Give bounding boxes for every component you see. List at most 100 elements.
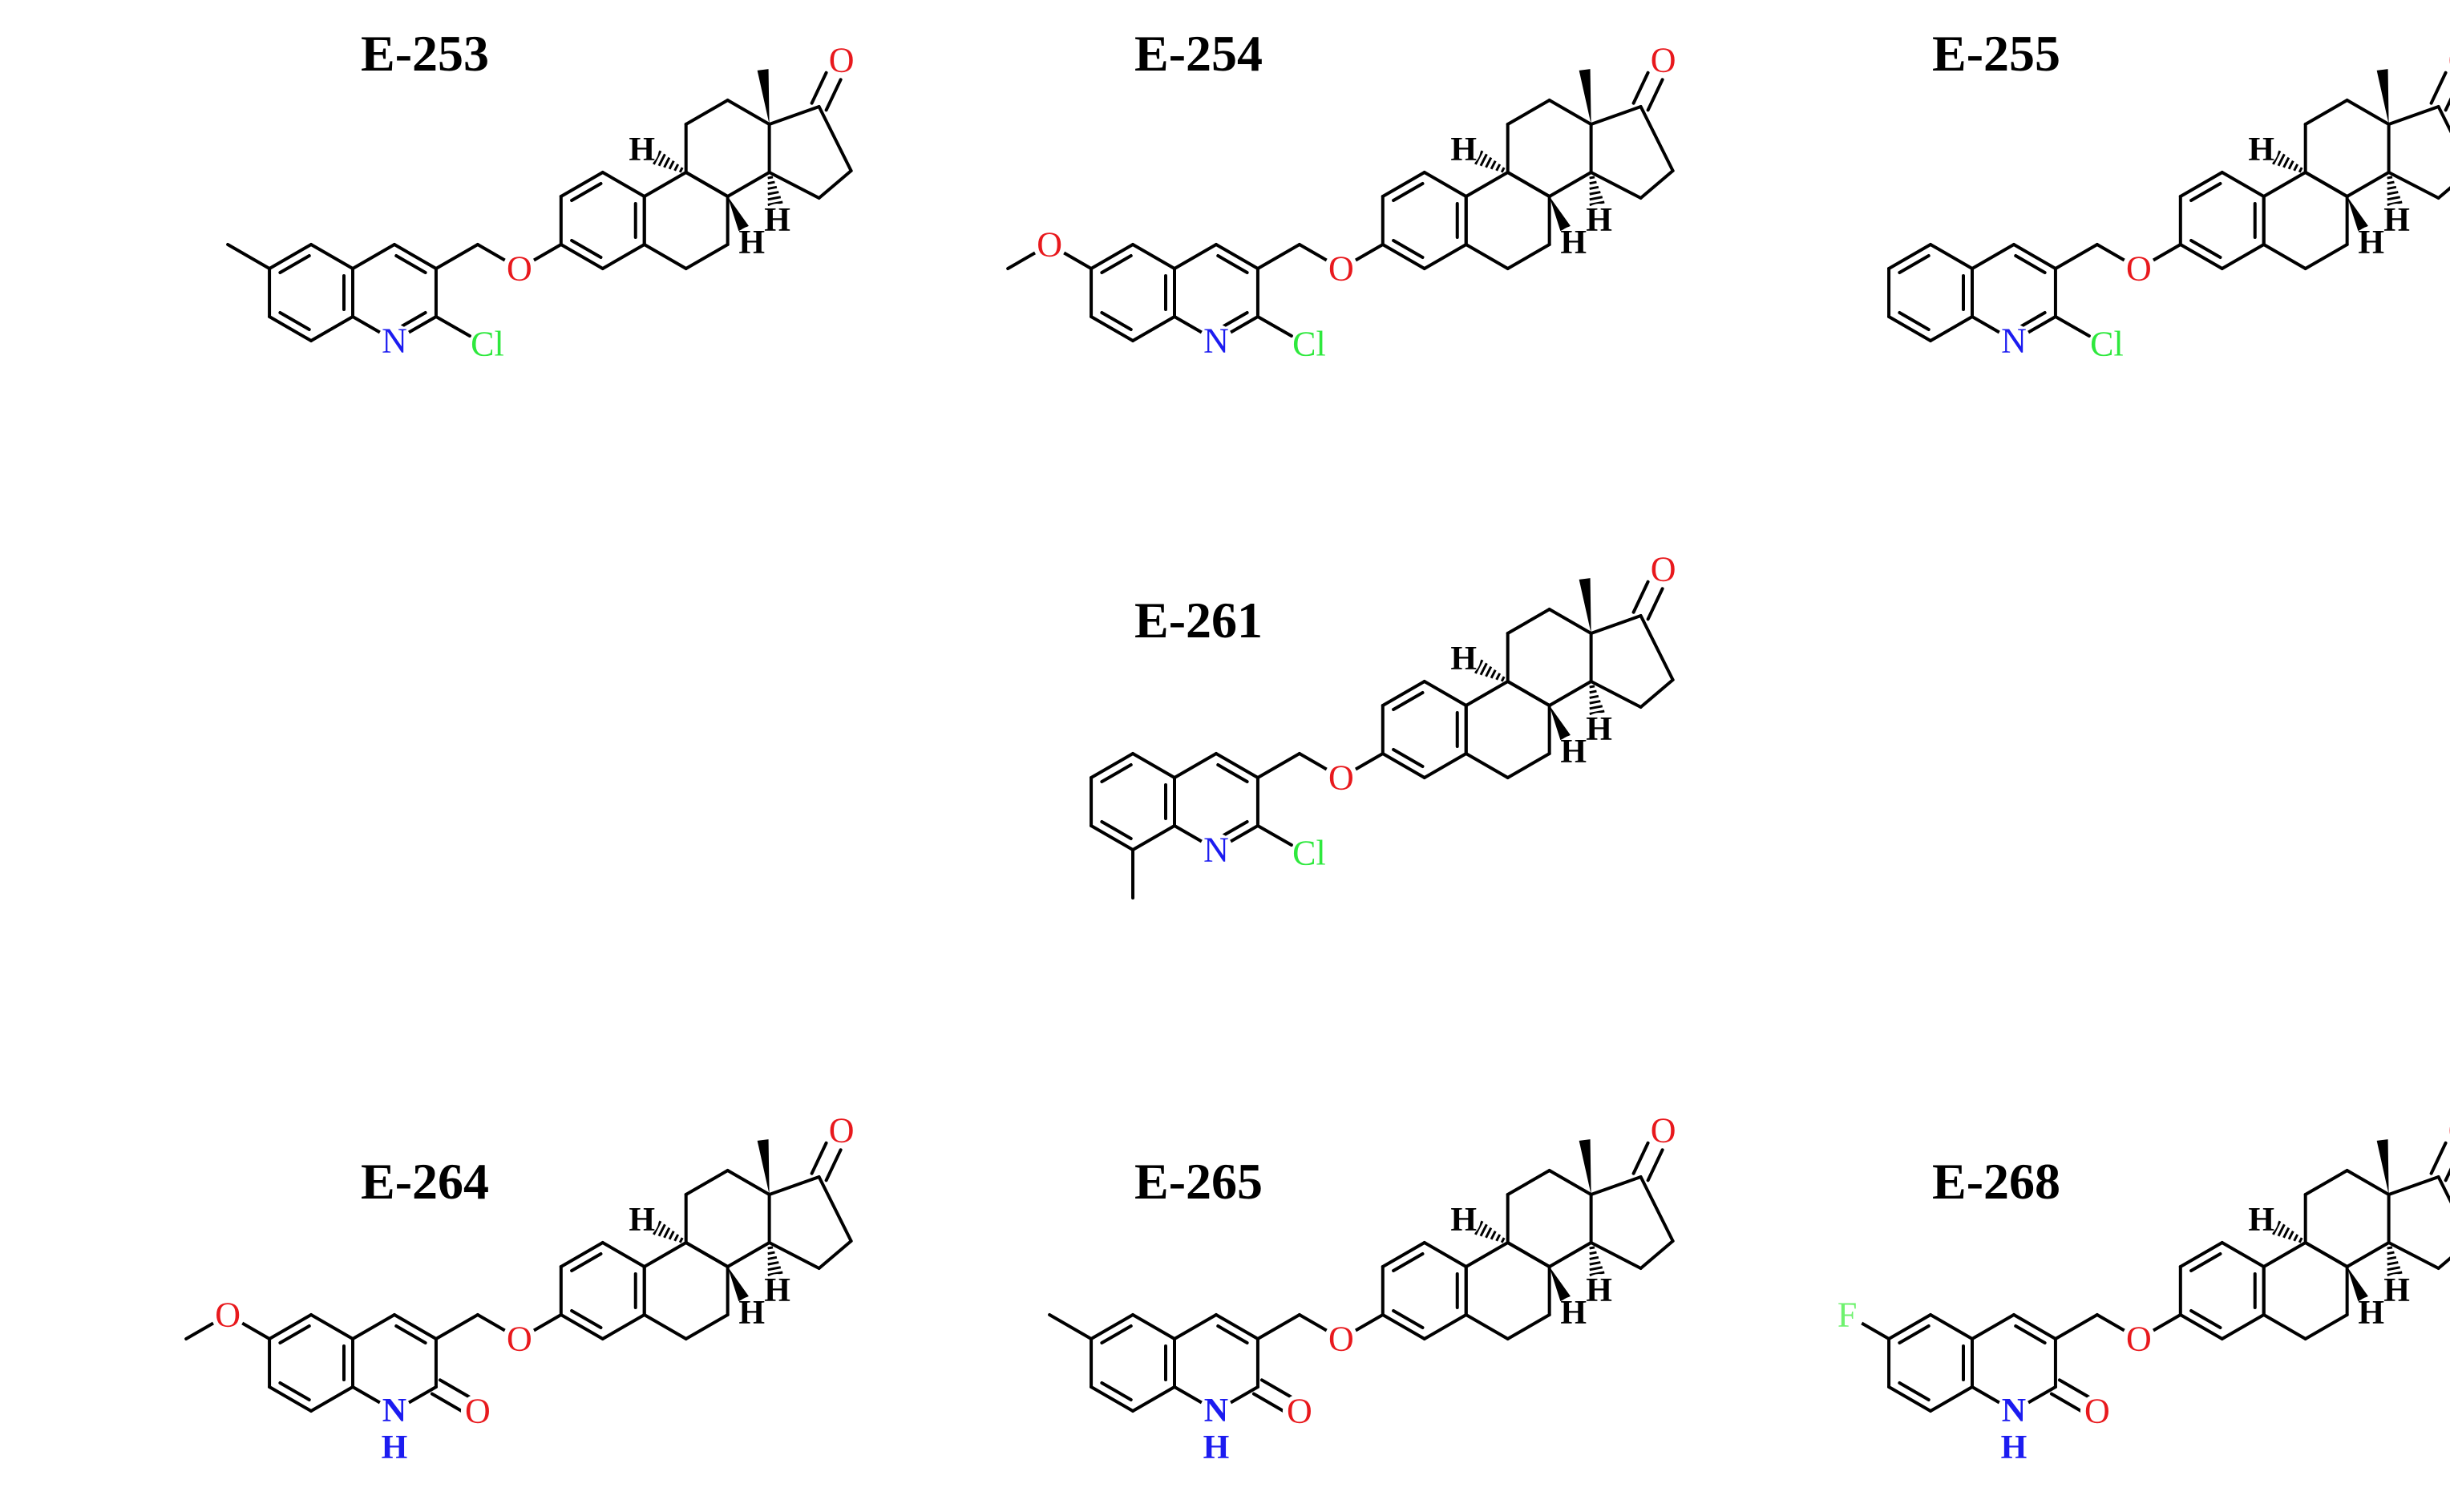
label-backdrop bbox=[625, 133, 659, 167]
bond bbox=[1887, 315, 1933, 342]
hashed-bond-line bbox=[1589, 196, 1603, 201]
hashed-bond-line bbox=[678, 1237, 684, 1243]
nh-nitrogen-label: N bbox=[1204, 1393, 1228, 1429]
double-bond-line bbox=[1100, 763, 1133, 784]
bond bbox=[600, 171, 646, 198]
bond bbox=[642, 171, 688, 198]
h9-label: H bbox=[2248, 1202, 2274, 1239]
bond bbox=[1214, 243, 1259, 270]
bond bbox=[1887, 1313, 1933, 1340]
bond bbox=[1639, 169, 1675, 200]
compound-title: E-254 bbox=[1134, 25, 1263, 82]
bond bbox=[1422, 243, 1468, 270]
bond bbox=[1639, 614, 1675, 681]
bond bbox=[2345, 1169, 2391, 1196]
double-bond-line bbox=[2189, 1252, 2222, 1273]
bond bbox=[1589, 1175, 1643, 1196]
hashed-bond-line bbox=[767, 1266, 782, 1271]
label-backdrop bbox=[377, 1394, 411, 1428]
bond bbox=[684, 1169, 730, 1196]
label-backdrop bbox=[1199, 833, 1233, 867]
hashed-bond-line bbox=[657, 1223, 666, 1237]
label-backdrop bbox=[1292, 327, 1326, 361]
double-bond-line bbox=[394, 1324, 427, 1345]
double-bond-line bbox=[2444, 1167, 2450, 1183]
bond bbox=[1131, 1385, 1176, 1413]
bond bbox=[600, 1313, 646, 1340]
nitrogen-label: N bbox=[382, 321, 407, 361]
ether-oxygen-label: O bbox=[2126, 249, 2152, 289]
hashed-bond-line bbox=[2272, 150, 2282, 165]
double-bond-line bbox=[2429, 71, 2448, 105]
bond bbox=[1255, 315, 1293, 338]
hashed-bond-line bbox=[767, 185, 778, 190]
h9-label: H bbox=[1450, 641, 1477, 677]
bond bbox=[1131, 752, 1176, 779]
carbonyl-oxygen-label: O bbox=[465, 1392, 491, 1431]
bond bbox=[1381, 243, 1426, 270]
bond bbox=[1131, 1313, 1176, 1340]
label-backdrop bbox=[824, 43, 859, 77]
hashed-bond-line bbox=[663, 156, 671, 168]
double-bond-line bbox=[1646, 587, 1664, 621]
compound-title: E-253 bbox=[361, 25, 489, 82]
bond bbox=[2436, 1256, 2450, 1270]
label-backdrop bbox=[1646, 43, 1680, 77]
h9-label: H bbox=[1450, 1202, 1477, 1239]
chlorine-label: Cl bbox=[2090, 325, 2124, 364]
hashed-bond-line bbox=[1589, 1271, 1605, 1276]
hashed-bond-line bbox=[1474, 659, 1484, 674]
ketone-oxygen-label: O bbox=[829, 1111, 855, 1150]
bond bbox=[1255, 243, 1301, 270]
bond bbox=[434, 1313, 479, 1340]
bond bbox=[268, 315, 313, 342]
double-bond-line bbox=[1216, 1324, 1249, 1345]
hashed-bond-line bbox=[1589, 1246, 1595, 1250]
double-bond-line bbox=[1100, 254, 1133, 275]
bond bbox=[2387, 1241, 2440, 1270]
double-bond-line bbox=[570, 1308, 603, 1329]
bond bbox=[1547, 1169, 1593, 1196]
bond bbox=[1639, 105, 1675, 172]
bond bbox=[1929, 1385, 1974, 1413]
hashed-bond-line bbox=[668, 160, 675, 170]
double-bond-line bbox=[278, 1324, 311, 1345]
double-bond-line bbox=[278, 1381, 311, 1401]
hashed-bond-line bbox=[2387, 1251, 2395, 1255]
h14-label: H bbox=[1586, 711, 1612, 748]
bond bbox=[1090, 1385, 1135, 1413]
bond bbox=[1131, 243, 1176, 270]
hashed-bond-line bbox=[1589, 685, 1595, 689]
bond bbox=[1381, 752, 1426, 779]
double-bond-line bbox=[430, 1392, 464, 1413]
methoxy-oxygen-label: O bbox=[215, 1296, 241, 1335]
hashed-bond-line bbox=[2387, 1266, 2401, 1271]
hashed-bond-line bbox=[1485, 1227, 1493, 1239]
bond bbox=[1048, 1313, 1094, 1340]
wedge-bond bbox=[2376, 1139, 2389, 1195]
bond bbox=[2262, 1241, 2307, 1268]
double-bond-line bbox=[810, 71, 828, 105]
double-bond-line bbox=[278, 310, 311, 331]
hashed-bond-line bbox=[1500, 167, 1506, 173]
wedge-bond bbox=[1549, 196, 1571, 232]
hashed-bond-line bbox=[767, 180, 775, 185]
ether-oxygen-label: O bbox=[507, 249, 532, 289]
bond bbox=[767, 1175, 821, 1196]
bond bbox=[1887, 1385, 1933, 1413]
double-bond-line bbox=[1898, 310, 1930, 331]
ether-oxygen-label: O bbox=[1328, 249, 1354, 289]
bond bbox=[2345, 1241, 2391, 1268]
chlorine-label: Cl bbox=[1292, 325, 1326, 364]
ether-oxygen-label: O bbox=[2126, 1320, 2152, 1359]
wedge-bond bbox=[2347, 196, 2368, 232]
bond bbox=[2303, 1313, 2349, 1340]
hashed-bond-line bbox=[1589, 191, 1601, 196]
h8-label: H bbox=[2358, 224, 2384, 261]
hashed-bond-line bbox=[663, 1227, 671, 1239]
label-backdrop bbox=[2121, 252, 2156, 285]
double-bond-line bbox=[2444, 97, 2450, 112]
bond bbox=[1381, 171, 1426, 198]
methoxy-oxygen-label: O bbox=[1037, 225, 1062, 265]
label-backdrop bbox=[1646, 1114, 1680, 1147]
